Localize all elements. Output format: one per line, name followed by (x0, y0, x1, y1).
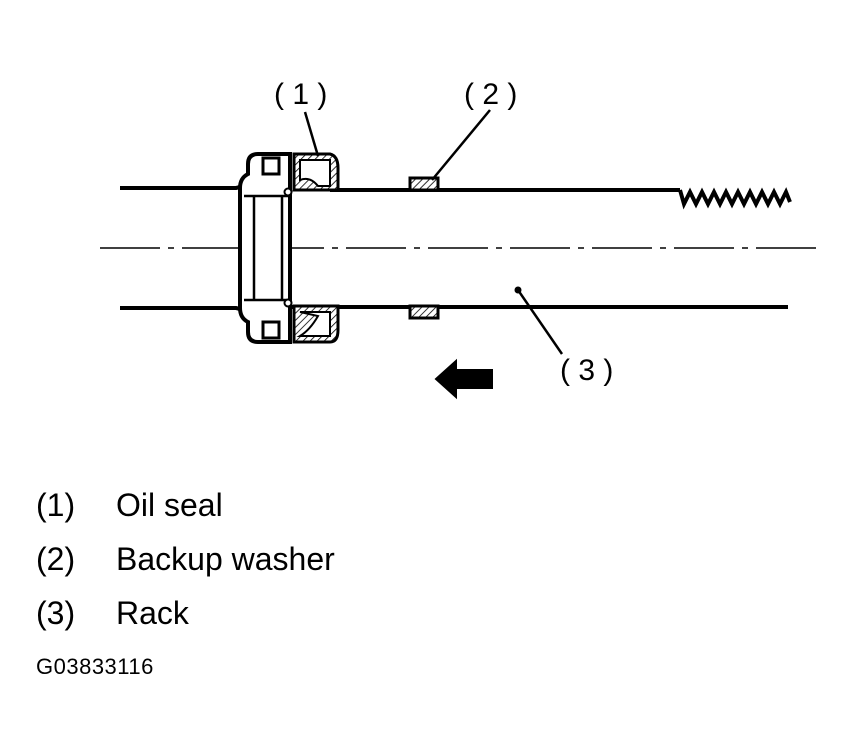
callout-2: ( 2 ) (464, 78, 517, 111)
housing-end (238, 152, 292, 344)
legend-item-backup-washer: (2) Backup washer (36, 532, 335, 586)
legend-label: Oil seal (116, 487, 223, 523)
legend-label: Rack (116, 595, 189, 631)
rack-seal-diagram: ( 1 ) ( 2 ) ( 3 ) (100, 78, 820, 400)
callout-1: ( 1 ) (274, 78, 327, 111)
leader-lines (303, 109, 564, 355)
legend-number: (1) (36, 487, 76, 523)
direction-arrow-icon (434, 358, 493, 400)
legend-number: (3) (36, 595, 76, 631)
rack-pointer-dot (514, 286, 522, 294)
legend: (1) Oil seal (2) Backup washer (3) Rack (36, 478, 335, 640)
oil-seal (283, 152, 340, 344)
figure-id: G03833116 (36, 654, 154, 679)
legend-item-rack: (3) Rack (36, 586, 335, 640)
rack-teeth (678, 187, 792, 210)
legend-label: Backup washer (116, 541, 335, 577)
callout-3: ( 3 ) (560, 354, 613, 387)
backup-washer (408, 176, 440, 320)
legend-number: (2) (36, 541, 76, 577)
legend-item-oil-seal: (1) Oil seal (36, 478, 335, 532)
